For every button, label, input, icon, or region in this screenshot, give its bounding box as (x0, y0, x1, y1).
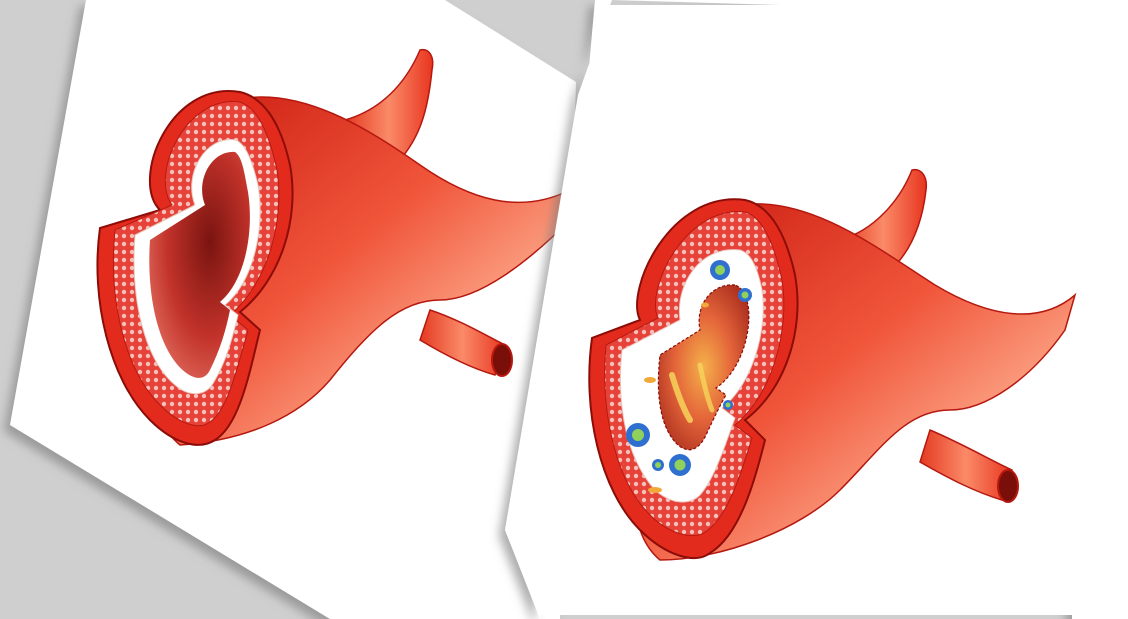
foam-cell (723, 400, 733, 410)
lower-branch-opening (998, 470, 1018, 502)
lipid-droplet (701, 303, 709, 308)
lower-branch-opening (492, 344, 512, 376)
foam-cell (652, 459, 664, 471)
lipid-droplet (644, 377, 656, 383)
foam-cell (626, 423, 650, 447)
foam-cell (710, 260, 730, 280)
right-panel (505, 0, 1128, 619)
foam-cell (738, 288, 752, 302)
lipid-droplet (648, 487, 662, 493)
foam-cell (669, 454, 691, 476)
